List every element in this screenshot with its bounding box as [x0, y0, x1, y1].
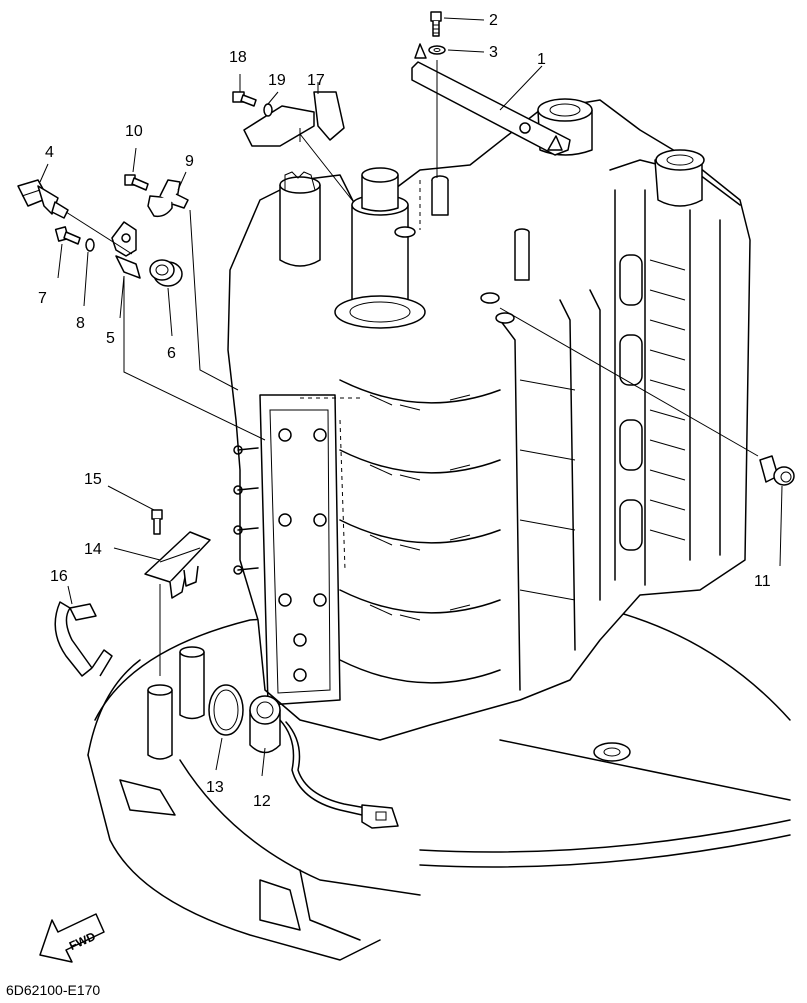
callout-3: 3: [489, 44, 498, 61]
callout-1: 1: [537, 51, 546, 68]
fwd-arrow-icon: FWD: [39, 913, 105, 963]
part-7-screw: [54, 226, 81, 245]
part-18-bolt: [232, 91, 257, 107]
callout-13: 13: [206, 779, 224, 796]
part-8-washer: [85, 238, 95, 252]
callout-17: 17: [307, 72, 325, 89]
part-19-washer: [263, 103, 273, 117]
callout-16: 16: [50, 568, 68, 585]
dowel-posts: [147, 646, 205, 760]
part-1-plate: [411, 43, 571, 156]
callout-10: 10: [125, 123, 143, 140]
callout-12: 12: [253, 793, 271, 810]
part-2-bolt: [430, 11, 442, 37]
part-10-screw: [124, 174, 149, 191]
callout-18: 18: [229, 49, 247, 66]
part-11-plug: [759, 455, 795, 486]
part-5-bracket: [111, 221, 141, 279]
drawing-code: 6D62100-E170: [6, 982, 100, 998]
callout-19: 19: [268, 72, 286, 89]
callout-7: 7: [38, 290, 47, 307]
callout-labels: 1 2 3 4 5 6 7 8 9 10 11 12 13 14 15 16 1…: [38, 12, 771, 810]
part-13-oring: [208, 684, 244, 736]
part-16-holder: [54, 601, 113, 677]
lower-cowling: [87, 599, 791, 961]
callout-4: 4: [45, 144, 54, 161]
callout-15: 15: [84, 471, 102, 488]
leader-lines: [39, 17, 783, 777]
part-12-cap: [249, 695, 399, 829]
part-3-washer: [428, 45, 446, 55]
part-4-sensor: [17, 179, 69, 219]
part-14-bracket: [144, 531, 211, 599]
callout-11: 11: [754, 573, 771, 590]
callout-2: 2: [489, 12, 498, 29]
callout-8: 8: [76, 315, 85, 332]
part-9-clamp: [147, 179, 189, 218]
part-17-bracket: [243, 91, 345, 147]
callout-5: 5: [106, 330, 115, 347]
engine-block: [227, 98, 751, 741]
part-15-bolt: [151, 509, 163, 535]
callout-14: 14: [84, 541, 102, 558]
callout-9: 9: [185, 153, 194, 170]
callout-6: 6: [167, 345, 176, 362]
part-6-grommet: [149, 259, 183, 287]
